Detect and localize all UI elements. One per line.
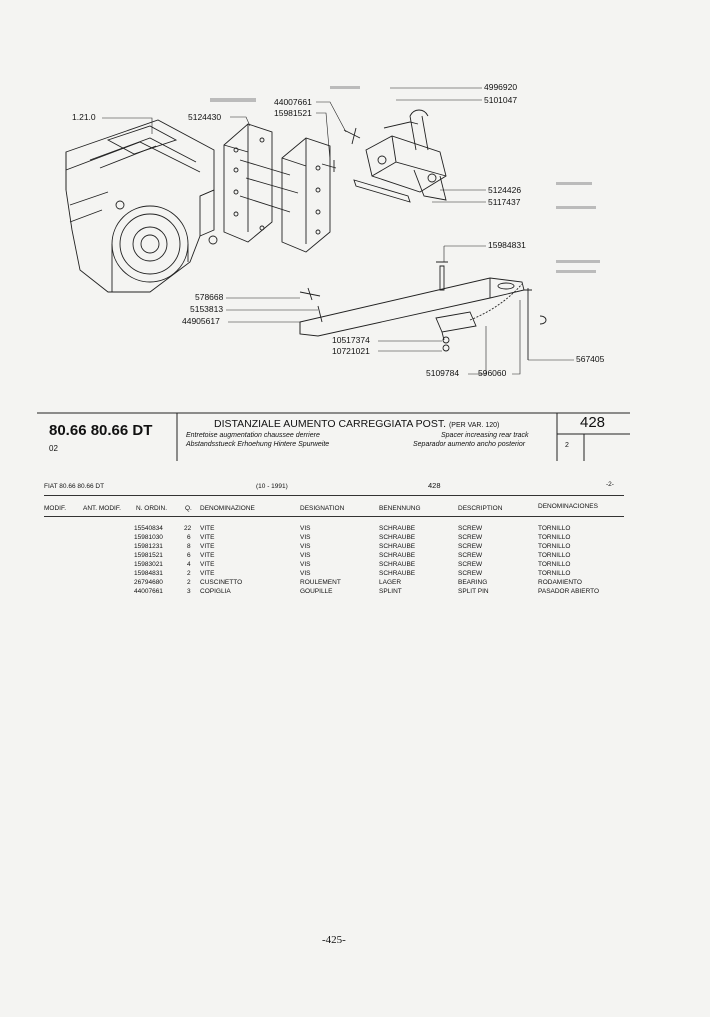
column-header: Q.	[185, 505, 192, 512]
drawbar	[299, 261, 525, 341]
safety-chain	[469, 283, 523, 321]
callout-label: 10517374	[332, 335, 370, 345]
column-header: DENOMINACIONES	[538, 503, 598, 510]
callout-label: 15981521	[274, 108, 312, 118]
column-header: BENENNUNG	[379, 505, 421, 512]
callout-label: 596060	[478, 368, 507, 378]
sheet-number: 2	[565, 442, 569, 449]
pin	[524, 288, 532, 360]
column-header: DESCRIPTION	[458, 505, 503, 512]
bolt	[321, 160, 337, 172]
callout-label: 44007661	[274, 97, 312, 107]
split-pin	[343, 127, 361, 145]
list-table-number: 428	[428, 481, 441, 490]
header-rule	[44, 516, 624, 517]
callout-label: 5101047	[484, 95, 518, 105]
callout-label: 5124430	[188, 112, 222, 122]
linch-pin	[299, 287, 321, 301]
callout-label: 5153813	[190, 304, 224, 314]
column-header: MODIF.	[44, 505, 67, 512]
hitch-bracket	[353, 109, 447, 203]
title-block: 80.66 80.66 DT 02 DISTANZIALE AUMENTO CA…	[37, 412, 630, 462]
title-french: Entretoise augmentation chaussee derrier…	[186, 432, 320, 439]
page-number: -425-	[322, 934, 346, 946]
table-title-text: DISTANZIALE AUMENTO CARREGGIATA POST.	[214, 418, 447, 430]
table-number: 428	[580, 414, 606, 431]
table-title: DISTANZIALE AUMENTO CARREGGIATA POST. (P…	[214, 418, 499, 430]
model-title: 80.66 80.66 DT	[49, 422, 153, 439]
callout-label: 44905617	[182, 316, 220, 326]
callout-label: 567405	[576, 354, 605, 364]
nut	[442, 344, 450, 352]
callout-label: 5124426	[488, 185, 522, 195]
column-header: ANT. MODIF.	[83, 505, 121, 512]
title-english: Spacer increasing rear track	[441, 432, 529, 439]
header-rule	[44, 495, 624, 496]
callout-label: 15984831	[488, 240, 526, 250]
callout-label: 5109784	[426, 368, 460, 378]
list-model: FIAT 80.66 80.66 DT	[44, 483, 105, 490]
pin	[317, 305, 323, 323]
washer	[442, 336, 450, 344]
table-title-note: (PER VAR. 120)	[448, 422, 500, 429]
list-page: -2-	[606, 481, 614, 488]
callout-label: 1.21.0	[72, 112, 96, 122]
column-header: DENOMINAZIONE	[200, 505, 255, 512]
column-header: N. ORDIN.	[136, 505, 168, 512]
callout-label: 578668	[195, 292, 224, 302]
callout-label: 5117437	[488, 197, 521, 207]
column-header: DESIGNATION	[300, 505, 345, 512]
title-german: Abstandsstueck Erhoehung Hintere Spurwei…	[186, 441, 330, 448]
spacer-plate	[223, 123, 331, 253]
exploded-parts-drawing	[65, 86, 600, 375]
model-subtitle: 02	[49, 444, 58, 453]
callout-label: 10721021	[332, 346, 370, 356]
title-spanish: Separador aumento ancho posterior	[413, 441, 526, 448]
clip	[539, 315, 547, 325]
callout-label: 4996920	[484, 82, 518, 92]
rear-axle-housing	[65, 119, 218, 293]
title-block-frame	[37, 412, 630, 461]
list-date: (10 - 1991)	[256, 483, 288, 490]
